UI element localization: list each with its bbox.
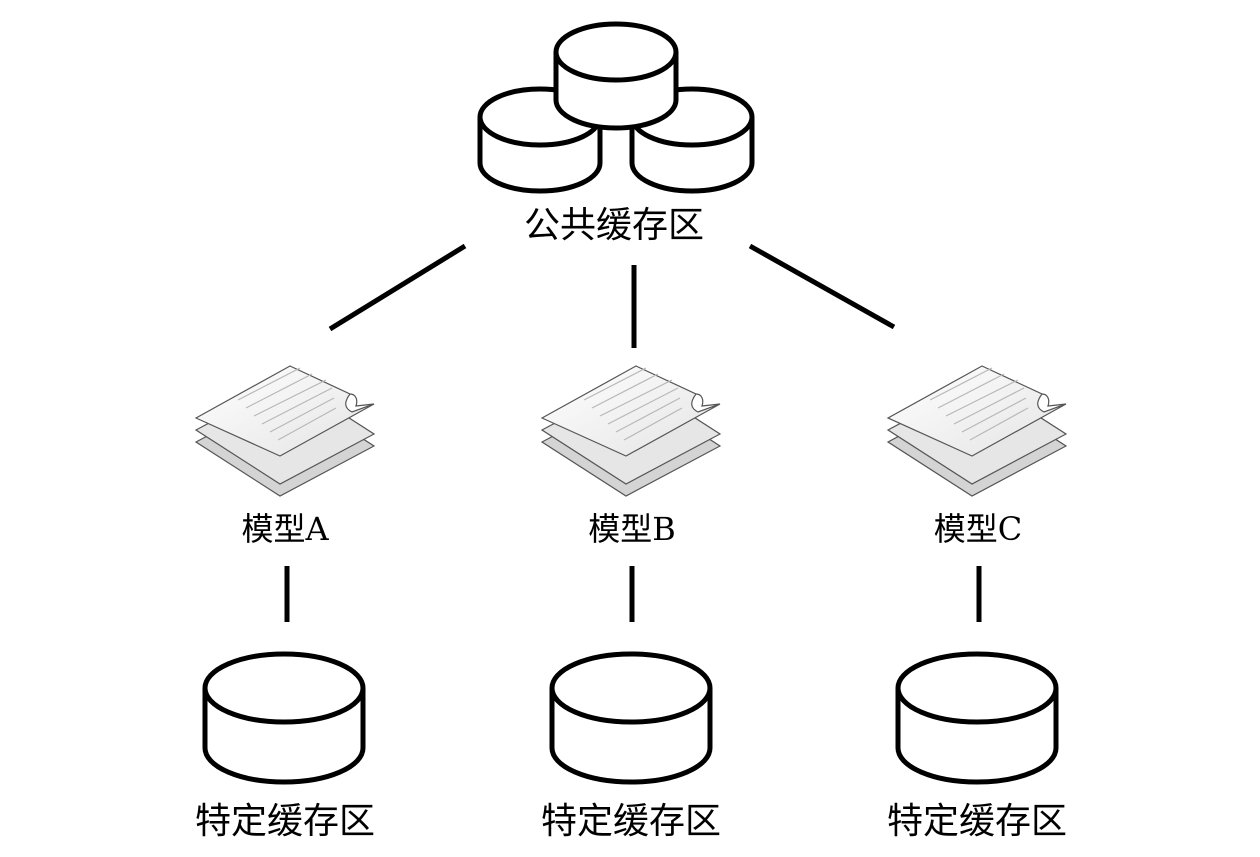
document-text-line [277,407,337,441]
database-cluster-icon [477,21,755,194]
document-text-line [237,367,301,401]
document-text-line [969,407,1029,441]
database-cylinder-left [477,86,603,194]
document-text-line [615,397,681,433]
database-icon [202,651,366,785]
document-sheet-top [194,365,375,457]
model-b-label: 模型B [588,510,676,548]
document-fold [1041,393,1067,407]
document-fold [695,393,721,407]
connector-root-model-a [328,243,467,332]
document-fold [349,393,375,407]
document-text-line [261,387,333,425]
document-text-line [253,379,327,417]
document-sheet-top [540,365,721,457]
database-icon [895,651,1059,785]
document-stack-icon [194,365,376,497]
model-connectors [284,566,982,622]
document-text-line [623,407,683,441]
document-text-line [607,387,679,425]
document-stack-icon [886,365,1068,497]
model-c-label: 模型C [933,510,1023,548]
document-text-line [945,379,1019,417]
document-text-line [953,387,1025,425]
document-text-line [929,367,993,401]
model-a-label: 模型A [241,510,329,548]
document-sheet-top [886,365,1067,457]
document-text-line [937,373,1005,409]
document-text-line [599,379,673,417]
document-text-line [269,397,335,433]
database-icon [549,651,713,785]
specific-cache-a-label: 特定缓存区 [194,801,376,842]
document-text-line [583,367,647,401]
specific-cache-c-label: 特定缓存区 [886,801,1068,842]
connector-root-model-c [748,243,896,330]
document-text-line [961,397,1027,433]
document-stack-icon [540,365,722,497]
specific-cache-b-label: 特定缓存区 [540,801,722,842]
document-text-line [591,373,659,409]
public-cache-label: 公共缓存区 [523,205,705,246]
document-text-line [245,373,313,409]
database-cylinder-top [553,21,679,131]
root-connectors [328,243,896,348]
